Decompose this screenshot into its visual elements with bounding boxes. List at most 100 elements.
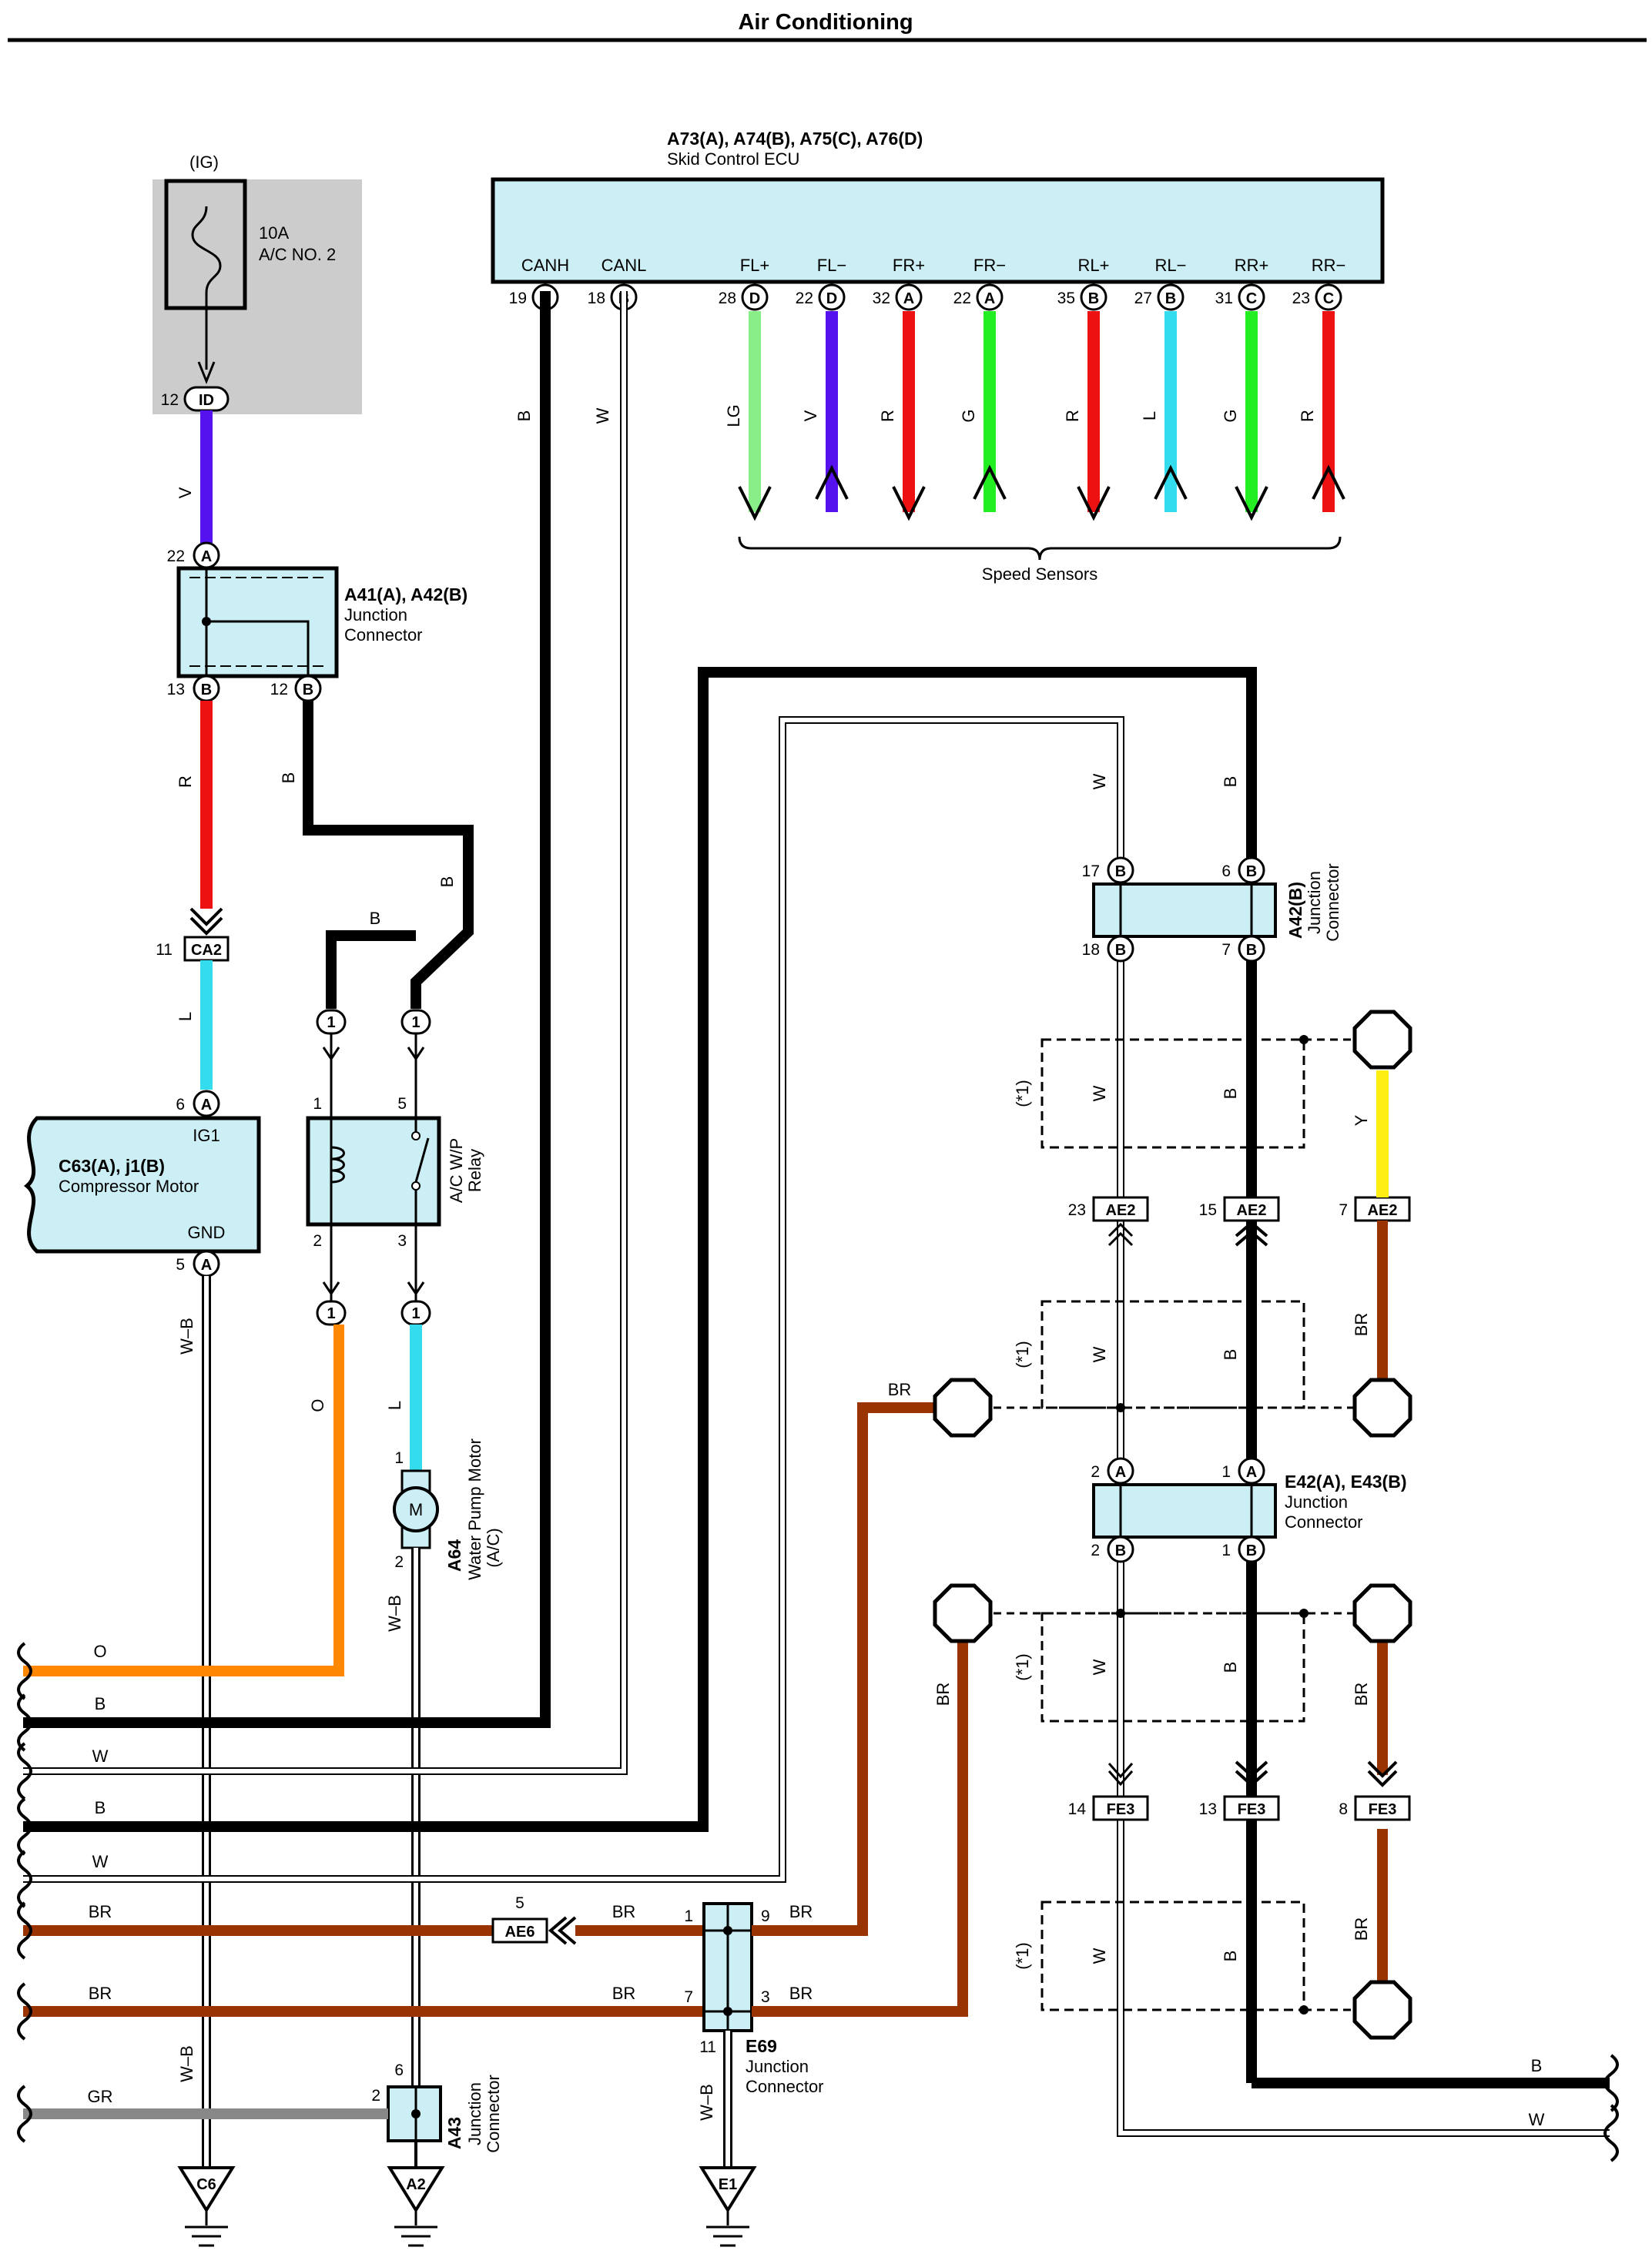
ecu-pin-label: RL− bbox=[1155, 256, 1187, 275]
sensor-wire-label: G bbox=[959, 409, 978, 422]
ecu-pin-conn-letter: D bbox=[749, 290, 760, 307]
option-note: (*1) bbox=[1013, 1080, 1032, 1107]
svg-text:1: 1 bbox=[313, 1095, 322, 1113]
svg-text:3: 3 bbox=[761, 1988, 770, 2006]
wire-break-marks-right bbox=[1603, 2054, 1619, 2162]
svg-text:Y: Y bbox=[1352, 1114, 1371, 1126]
arrow-down-icon bbox=[1077, 486, 1111, 521]
svg-text:1: 1 bbox=[1221, 1542, 1231, 1559]
connector-fe3: FE3 14 FE3 13 FE3 8 bbox=[1068, 1760, 1411, 1821]
option-box bbox=[1040, 1038, 1305, 1149]
svg-text:FE3: FE3 bbox=[1238, 1801, 1266, 1818]
svg-text:A: A bbox=[1246, 1464, 1257, 1481]
svg-text:Connector: Connector bbox=[1285, 1512, 1363, 1532]
ecu-pin-connector bbox=[741, 283, 769, 311]
svg-text:AE2: AE2 bbox=[1106, 1202, 1136, 1219]
ground-label: C6 bbox=[196, 2176, 216, 2193]
wire-w-loop bbox=[23, 718, 1610, 2135]
svg-text:Junction: Junction bbox=[746, 2057, 809, 2076]
svg-text:B: B bbox=[1115, 1542, 1126, 1559]
option-wire-label: W bbox=[1090, 1659, 1109, 1675]
relay-coil-icon bbox=[330, 1146, 345, 1184]
svg-text:12: 12 bbox=[270, 681, 288, 698]
svg-text:W: W bbox=[1529, 2110, 1545, 2129]
svg-text:M: M bbox=[409, 1500, 423, 1519]
ecu-pin-connector bbox=[895, 283, 923, 311]
relay-name: A/C W/P bbox=[447, 1138, 466, 1203]
svg-text:AE2: AE2 bbox=[1368, 1202, 1398, 1219]
wire-o-relay bbox=[23, 1325, 344, 1676]
break-mark bbox=[17, 1642, 32, 1700]
svg-text:1: 1 bbox=[327, 1305, 335, 1322]
ecu-pin-connector bbox=[1157, 283, 1185, 311]
ecu-pin-number: 28 bbox=[719, 290, 736, 307]
break-mark bbox=[1603, 2054, 1619, 2112]
splice-octagon bbox=[1352, 1583, 1412, 1643]
svg-text:B: B bbox=[279, 772, 298, 784]
svg-text:B: B bbox=[370, 909, 381, 928]
svg-text:23: 23 bbox=[1068, 1201, 1086, 1219]
compressor-name: Compressor Motor bbox=[59, 1177, 199, 1196]
svg-text:B: B bbox=[201, 682, 212, 698]
ecu-pin-conn-letter: D bbox=[826, 290, 837, 307]
junction-a43: 6 2 A43 Junction Connector bbox=[371, 2061, 503, 2153]
svg-text:22: 22 bbox=[167, 548, 185, 565]
break-mark bbox=[17, 1742, 32, 1800]
svg-text:O: O bbox=[93, 1642, 106, 1661]
svg-text:2: 2 bbox=[1091, 1542, 1100, 1559]
svg-text:W: W bbox=[92, 1852, 109, 1871]
fuse-name: A/C NO. 2 bbox=[259, 245, 336, 264]
junction-dot bbox=[1116, 1403, 1125, 1412]
ecu-pin-conn-letter: A bbox=[984, 290, 995, 307]
wire-label-l: L bbox=[176, 1012, 195, 1021]
ecu-pin-conn-letter: C bbox=[1323, 290, 1334, 307]
svg-text:8: 8 bbox=[1339, 1800, 1348, 1818]
svg-text:6: 6 bbox=[394, 2061, 404, 2079]
junction-a41: A 22 A41(A), A42(B) Junction Connector B… bbox=[167, 541, 467, 702]
svg-text:1: 1 bbox=[684, 1907, 693, 1925]
svg-text:18: 18 bbox=[1082, 941, 1100, 959]
fuse-block: (IG) 10A A/C NO. 2 ID 12 bbox=[152, 152, 362, 414]
svg-text:2: 2 bbox=[1091, 1463, 1100, 1481]
wire-label-v: V bbox=[176, 487, 195, 498]
option-box bbox=[1040, 1612, 1305, 1723]
connector-ae6: AE6 5 bbox=[491, 1894, 577, 1945]
svg-text:BR: BR bbox=[789, 1902, 813, 1921]
svg-text:Junction: Junction bbox=[465, 2082, 484, 2145]
svg-text:AE2: AE2 bbox=[1237, 1202, 1267, 1219]
splice-octagon bbox=[933, 1583, 993, 1643]
svg-text:5: 5 bbox=[515, 1894, 524, 1912]
ecu-pin-conn-letter: C bbox=[1246, 290, 1257, 307]
option-wire-label: B bbox=[1221, 1951, 1240, 1962]
ecu-pin-label: CANL bbox=[601, 256, 647, 275]
option-wire-label: W bbox=[1090, 1346, 1109, 1362]
svg-text:Junction: Junction bbox=[1305, 871, 1324, 934]
splice-octagon bbox=[1352, 1378, 1412, 1438]
svg-text:W–B: W–B bbox=[177, 2045, 196, 2082]
water-pump-motor: 1 M 2 A64 Water Pump Motor (A/C) bbox=[393, 1438, 503, 1580]
svg-text:BR: BR bbox=[89, 1902, 112, 1921]
svg-text:B: B bbox=[95, 1798, 106, 1817]
break-mark bbox=[17, 1901, 32, 1960]
svg-text:W: W bbox=[593, 407, 612, 424]
speed-sensors-label: Speed Sensors bbox=[982, 564, 1097, 584]
ground-triangle bbox=[699, 2166, 757, 2213]
svg-text:1: 1 bbox=[411, 1014, 420, 1031]
wire-w-canl bbox=[23, 291, 626, 1773]
fuse-icon bbox=[191, 206, 222, 293]
svg-text:O: O bbox=[308, 1398, 327, 1412]
svg-text:Connector: Connector bbox=[484, 2075, 503, 2153]
wire-b-canh bbox=[23, 291, 551, 1728]
ecu-pin-number: 27 bbox=[1134, 290, 1152, 307]
ground-triangle bbox=[387, 2166, 445, 2213]
svg-text:11: 11 bbox=[699, 2038, 716, 2056]
ecu-pin-number: 32 bbox=[873, 290, 890, 307]
break-mark bbox=[17, 1797, 32, 1856]
sensor-wire-label: G bbox=[1221, 409, 1240, 422]
svg-text:1: 1 bbox=[1221, 1463, 1231, 1481]
arrow-up-icon bbox=[1154, 464, 1188, 500]
svg-text:BR: BR bbox=[1352, 1917, 1371, 1941]
svg-text:1: 1 bbox=[394, 1449, 404, 1467]
svg-text:1: 1 bbox=[411, 1305, 420, 1322]
junction-a42b: B 17 B 6 B 18 B 7 A42(B) Junction Connec… bbox=[1082, 856, 1342, 963]
